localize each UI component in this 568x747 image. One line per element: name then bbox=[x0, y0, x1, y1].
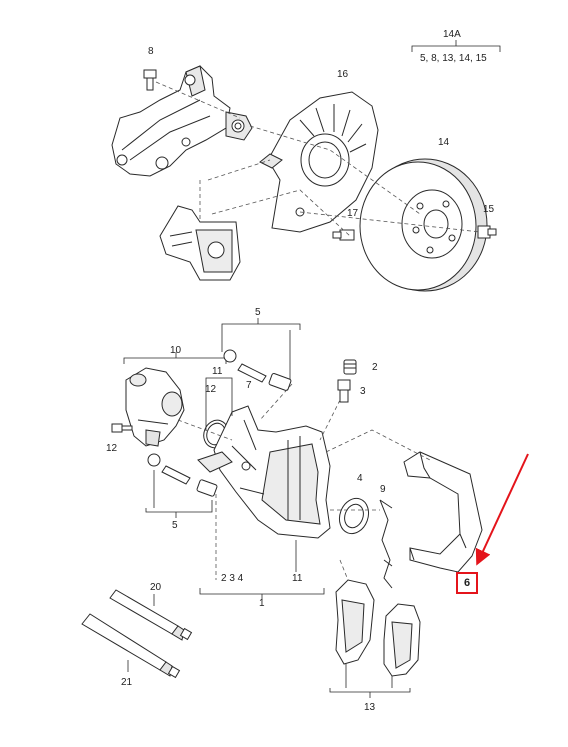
parking-brake-motor bbox=[125, 367, 185, 447]
label-17: 17 bbox=[347, 208, 359, 219]
label-16: 16 bbox=[337, 69, 349, 80]
label-1: 1 bbox=[259, 598, 265, 609]
brake-carrier-6 bbox=[403, 451, 483, 573]
label-14a-parts: 5, 8, 13, 14, 15 bbox=[420, 53, 487, 64]
bolt-8 bbox=[143, 69, 157, 91]
grease-tube-21 bbox=[81, 613, 181, 679]
wheel-bearing-housing bbox=[111, 65, 253, 177]
label-5-top: 5 bbox=[255, 307, 261, 318]
brake-pad-13-left bbox=[335, 579, 375, 665]
label-12-side: 12 bbox=[106, 443, 118, 454]
brake-pad-13-right bbox=[383, 603, 421, 677]
label-8: 8 bbox=[148, 46, 154, 57]
assembly-lines-top bbox=[155, 81, 481, 237]
label-14a: 14A bbox=[443, 29, 461, 40]
label-3: 3 bbox=[360, 386, 366, 397]
bleeder-valve-3 bbox=[337, 379, 351, 403]
guide-pin-7-bottom bbox=[147, 453, 218, 497]
bracket-11-top bbox=[205, 377, 233, 430]
label-14: 14 bbox=[438, 137, 450, 148]
bracket-5-top bbox=[221, 318, 301, 384]
label-7: 7 bbox=[246, 380, 252, 391]
bleeder-cap-2 bbox=[343, 359, 357, 375]
brake-caliper bbox=[197, 405, 331, 539]
label-12-top: 12 bbox=[205, 384, 217, 395]
bolt-12 bbox=[111, 423, 133, 433]
label-10: 10 bbox=[170, 345, 182, 356]
label-5-bottom: 5 bbox=[172, 520, 178, 531]
label-11-bottom: 11 bbox=[292, 573, 303, 584]
label-9: 9 bbox=[380, 484, 386, 495]
label-4: 4 bbox=[357, 473, 363, 484]
label-15: 15 bbox=[483, 204, 495, 215]
caliper-small-top bbox=[159, 205, 241, 281]
bolt-15 bbox=[477, 225, 497, 239]
highlight-arrow bbox=[475, 453, 529, 566]
piston-seal-4 bbox=[338, 497, 370, 535]
label-2: 2 bbox=[372, 362, 378, 373]
grease-tube-20 bbox=[109, 589, 193, 641]
leader-lines-bottom bbox=[127, 594, 155, 672]
spring-clip-9 bbox=[379, 499, 393, 589]
brake-disc bbox=[359, 158, 488, 292]
label-11-top: 11 bbox=[212, 366, 223, 377]
bracket-13 bbox=[329, 664, 411, 698]
bolt-17 bbox=[332, 229, 355, 241]
label-21: 21 bbox=[121, 677, 133, 688]
label-13: 13 bbox=[364, 702, 376, 713]
label-6-highlighted: 6 bbox=[456, 572, 478, 594]
guide-pin-7-top bbox=[223, 349, 292, 391]
brake-backing-plate bbox=[259, 91, 379, 233]
label-2-3-4: 2 3 4 bbox=[221, 573, 244, 584]
bracket-14a bbox=[411, 40, 501, 52]
bracket-5-bottom bbox=[145, 470, 213, 518]
label-20: 20 bbox=[150, 582, 162, 593]
bracket-1 bbox=[199, 540, 325, 600]
